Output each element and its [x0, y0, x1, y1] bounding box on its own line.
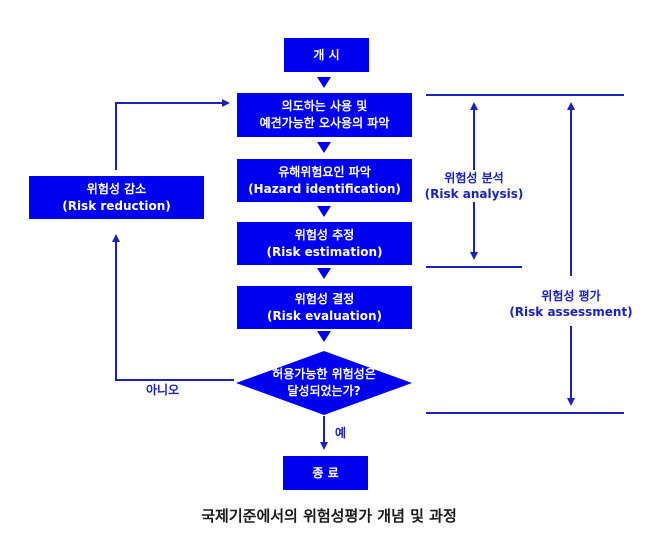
risk-evaluation-box: 위험성 결정 (Risk evaluation): [237, 286, 412, 329]
hazard-id-line2: (Hazard identification): [248, 181, 401, 196]
risk-reduction-line1: 위험성 감소: [86, 181, 147, 196]
flow-arrow-2: [317, 142, 331, 153]
intended-use-line2: 예견가능한 오사용의 파악: [259, 116, 390, 130]
flow-arrow-3: [317, 206, 331, 217]
intended-use-box: 의도하는 사용 및 예견가능한 오사용의 파악: [237, 93, 412, 137]
flow-arrow-5: [317, 331, 331, 342]
hazard-identification-box: 유해위험요인 파악 (Hazard identification): [237, 159, 412, 202]
flow-arrow-4: [317, 268, 331, 279]
hazard-id-line1: 유해위험요인 파악: [278, 164, 371, 179]
risk-estimation-line2: (Risk estimation): [266, 244, 383, 259]
flow-arrow-1: [317, 77, 331, 88]
risk-estimation-line1: 위험성 추정: [294, 227, 355, 242]
risk-estimation-box: 위험성 추정 (Risk estimation): [237, 222, 412, 265]
risk-reduction-box: 위험성 감소 (Risk reduction): [29, 176, 204, 219]
start-box: 개 시: [284, 38, 369, 72]
start-label: 개 시: [313, 47, 340, 62]
risk-reduction-line2: (Risk reduction): [62, 198, 171, 213]
risk-assessment-label: 위험성 평가 (Risk assessment): [506, 288, 636, 320]
risk-analysis-line1: 위험성 분석: [444, 171, 504, 185]
yes-label: 예: [335, 426, 347, 440]
risk-assessment-line2: (Risk assessment): [509, 305, 633, 319]
risk-evaluation-line2: (Risk evaluation): [266, 308, 383, 323]
end-box: 종 료: [283, 456, 368, 490]
risk-evaluation-line1: 위험성 결정: [294, 291, 355, 306]
figure-caption: 국제기준에서의 위험성평가 개념 및 과정: [201, 507, 457, 525]
risk-assessment-line1: 위험성 평가: [541, 289, 601, 303]
decision-text: 허용가능한 위험성은 달성되었는가?: [254, 366, 394, 400]
decision-line2: 달성되었는가?: [287, 384, 361, 398]
decision-diamond: [236, 351, 412, 415]
end-label: 종 료: [312, 465, 339, 480]
intended-use-line1: 의도하는 사용 및: [281, 99, 368, 113]
risk-analysis-label: 위험성 분석 (Risk analysis): [424, 170, 524, 202]
no-path-arrow: [112, 234, 234, 381]
no-label: 아니오: [146, 383, 180, 397]
decision-line1: 허용가능한 위험성은: [272, 367, 376, 381]
risk-analysis-line2: (Risk analysis): [424, 187, 524, 201]
reduction-return-arrow: [115, 99, 230, 170]
